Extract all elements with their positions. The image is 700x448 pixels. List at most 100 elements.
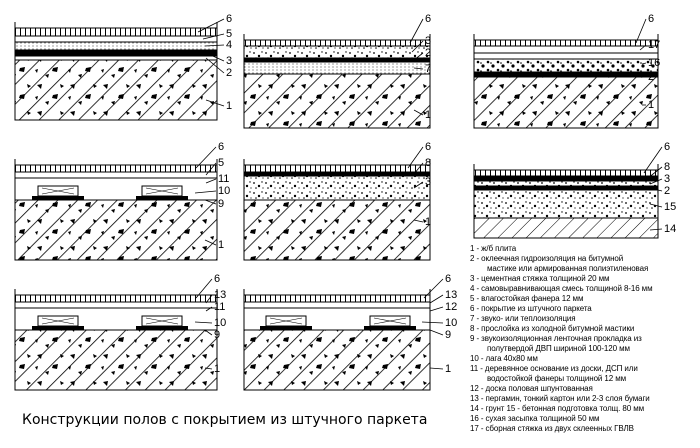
callout-label: 8 <box>664 161 670 173</box>
callout-label: 1 <box>214 363 220 375</box>
legend-item-2-cont: мастике или армированная полиэтиленовая <box>487 264 649 273</box>
callout-leader <box>429 367 444 370</box>
joist-grain <box>41 317 75 325</box>
callout-leader <box>197 18 225 33</box>
slab-aggregate <box>15 60 217 120</box>
layer-parquet <box>14 294 218 303</box>
callout-label: 10 <box>218 185 230 197</box>
callout-leader <box>407 146 424 169</box>
legend-item-17: 17 - сборная стяжка из двух склеенных ГВ… <box>470 424 634 433</box>
callout-leader <box>205 306 213 312</box>
callout-leader <box>194 321 213 324</box>
layer-white <box>243 301 431 309</box>
callout-label: 10 <box>214 317 226 329</box>
legend-item-3: 3 - цементная стяжка толщиной 20 мм <box>470 274 610 283</box>
legend-item-11-cont: водостойкой фанеры толщиной 12 мм <box>487 374 627 383</box>
legend-item-11: 11 - деревянное основание из доски, ДСП … <box>470 364 638 373</box>
callout-label: 9 <box>218 198 224 210</box>
legend: 1 - ж/б плита 2 - оклеечная гидроизоляци… <box>470 244 698 434</box>
joist-pad <box>364 326 416 330</box>
callout-leader <box>413 52 424 61</box>
joist-pad <box>260 326 312 330</box>
callout-leader <box>205 57 225 74</box>
callout-leader <box>649 187 663 192</box>
callout-leader <box>413 162 424 175</box>
legend-item-7: 7 - звуко- или теплоизоляция <box>470 314 576 323</box>
callout-leader <box>195 146 217 169</box>
callout-label: 12 <box>445 301 457 313</box>
callout-label: 16 <box>648 57 660 69</box>
legend-item-4: 4 - самовыравнивающая смесь толщиной 8-1… <box>470 284 653 293</box>
legend-item-2: 2 - оклеечная гидроизоляция на битумной <box>470 254 624 263</box>
joist-pad <box>32 196 84 200</box>
joist-grain <box>145 317 179 325</box>
layer-parquet <box>473 39 659 47</box>
legend-item-10: 10 - лага 40х80 мм <box>470 354 538 363</box>
callout-label: 9 <box>445 329 451 341</box>
slab-aggregate <box>244 330 430 390</box>
callout-label: 13 <box>445 289 457 301</box>
layer-concrete <box>473 189 659 219</box>
joist-grain <box>145 187 179 195</box>
callout-label: 10 <box>445 317 457 329</box>
legend-item-8: 8 - прослойка из холодной битумной масти… <box>470 324 635 333</box>
callout-label: 2 <box>648 71 654 83</box>
callout-label: 1 <box>226 100 232 112</box>
callout-leader <box>413 67 424 70</box>
callout-leader <box>195 278 213 299</box>
layer-dots <box>14 41 218 51</box>
callout-label: 5 <box>218 157 224 169</box>
figure-caption: Конструкции полов с покрытием из штучног… <box>22 412 428 428</box>
callout-leader <box>202 33 225 40</box>
callout-label: 14 <box>664 223 676 235</box>
layer-strip <box>473 185 659 191</box>
callout-label: 1 <box>648 99 654 111</box>
callout-leader <box>205 162 217 176</box>
callout-leader <box>641 74 647 78</box>
callout-label: 6 <box>425 141 431 153</box>
callout-leader <box>205 178 217 184</box>
slab-aggregate <box>474 77 658 128</box>
layer-parquet <box>473 169 659 177</box>
callout-leader <box>429 294 444 304</box>
callout-label: 6 <box>425 13 431 25</box>
legend-item-16: 16 - сухая засыпка толщиной 50 мм <box>470 414 600 423</box>
callout-leader <box>413 181 424 189</box>
callout-label: 6 <box>226 13 232 25</box>
callout-leader <box>205 294 213 304</box>
legend-item-14-15: 14 - грунт 15 - бетонная подготовка толщ… <box>470 404 645 413</box>
slab-aggregate <box>15 200 217 260</box>
layer-backfill <box>473 58 659 73</box>
slab-aggregate <box>15 330 217 390</box>
layer-parquet <box>14 164 218 173</box>
callout-leader <box>635 18 647 44</box>
callout-label: 3 <box>664 173 670 185</box>
callout-label: 9 <box>214 329 220 341</box>
layer-strip <box>473 71 659 78</box>
callout-label: 6 <box>218 141 224 153</box>
joist-grain <box>373 317 407 325</box>
joist-pad <box>136 196 188 200</box>
joist-pad <box>32 326 84 330</box>
layer-parquet <box>14 27 218 37</box>
legend-item-1: 1 - ж/б плита <box>470 244 517 253</box>
sections-group: 6543216327161716216511109168316832151461… <box>14 13 676 391</box>
legend-item-6: 6 - покрытие из штучного паркета <box>470 304 592 313</box>
joist-grain <box>269 317 303 325</box>
callout-label: 6 <box>214 273 220 285</box>
layer-white <box>473 52 659 60</box>
callout-label: 5 <box>226 28 232 40</box>
callout-label: 3 <box>425 35 431 47</box>
callout-label: 1 <box>425 109 431 121</box>
callout-label: 1 <box>445 363 451 375</box>
callout-leader <box>205 52 225 62</box>
legend-item-13: 13 - пергамин, тонкий картон или 2-3 сло… <box>470 394 650 403</box>
layer-strip <box>473 175 659 182</box>
legend-item-12: 12 - доска половая шпунтованная <box>470 384 593 393</box>
